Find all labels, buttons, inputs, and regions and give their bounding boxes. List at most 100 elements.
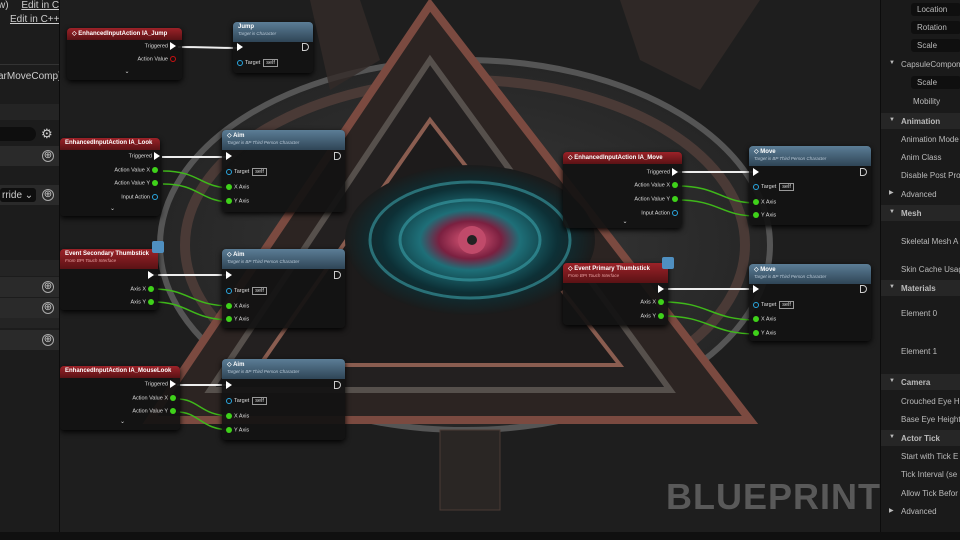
- float-pin[interactable]: [170, 408, 176, 414]
- add-button[interactable]: ⊕: [42, 150, 54, 162]
- target-pin[interactable]: [226, 287, 232, 294]
- property-label: Start with Tick E: [901, 452, 959, 461]
- advanced-toggle[interactable]: Advanced: [901, 190, 937, 199]
- details-left-panel: w) Edit in C++ Edit in C++ arMoveComp) ⚙…: [0, 0, 60, 540]
- capsule-scale-dropdown[interactable]: Scale: [911, 76, 960, 89]
- expand-chevron-icon[interactable]: ⌄: [110, 206, 116, 212]
- target-pin[interactable]: [753, 183, 759, 190]
- advanced-toggle[interactable]: Advanced: [901, 507, 937, 516]
- exec-out-pin[interactable]: [860, 168, 867, 176]
- exec-pin[interactable]: [170, 380, 176, 388]
- section-materials[interactable]: ▼Materials: [881, 280, 960, 296]
- rotation-dropdown[interactable]: Rotation: [911, 21, 960, 34]
- float-pin[interactable]: [753, 330, 759, 336]
- float-pin[interactable]: [170, 395, 176, 401]
- exec-out-pin[interactable]: [334, 381, 341, 389]
- exec-pin[interactable]: [658, 285, 664, 293]
- collapse-arrow-icon[interactable]: ▼: [889, 60, 895, 66]
- expand-chevron-icon[interactable]: ⌄: [124, 69, 130, 75]
- add-button[interactable]: ⊕: [42, 281, 54, 293]
- expand-chevron-icon[interactable]: ⌄: [120, 419, 126, 425]
- edit-in-cpp-link-2[interactable]: Edit in C++: [10, 14, 60, 25]
- add-button[interactable]: ⊕: [42, 189, 54, 201]
- exec-in-pin[interactable]: [753, 285, 759, 293]
- section-animation[interactable]: ▼Animation: [881, 113, 960, 129]
- node-ia-move[interactable]: ◇ EnhancedInputAction IA_Move Triggered …: [563, 152, 682, 228]
- target-pin[interactable]: [237, 59, 243, 66]
- exec-pin[interactable]: [170, 42, 176, 50]
- exec-out-pin[interactable]: [334, 271, 341, 279]
- node-ia-mouselook[interactable]: EnhancedInputAction IA_MouseLook Trigger…: [60, 366, 180, 430]
- exec-out-pin[interactable]: [860, 285, 867, 293]
- exec-in-pin[interactable]: [753, 168, 759, 176]
- float-pin[interactable]: [753, 199, 759, 205]
- object-pin[interactable]: [152, 194, 158, 200]
- exec-pin[interactable]: [672, 168, 678, 176]
- target-pin[interactable]: [753, 301, 759, 308]
- exec-in-pin[interactable]: [226, 152, 232, 160]
- expand-arrow-icon[interactable]: ▶: [889, 190, 894, 196]
- expand-arrow-icon[interactable]: ▶: [889, 508, 894, 514]
- float-pin[interactable]: [226, 198, 232, 204]
- add-button[interactable]: ⊕: [42, 302, 54, 314]
- property-label: Element 0: [901, 309, 938, 318]
- float-pin[interactable]: [658, 299, 664, 305]
- float-pin[interactable]: [226, 427, 232, 433]
- float-pin[interactable]: [658, 313, 664, 319]
- add-button[interactable]: ⊕: [42, 334, 54, 346]
- target-pin[interactable]: [226, 397, 232, 404]
- property-label: Base Eye Height: [901, 415, 960, 424]
- float-pin[interactable]: [148, 286, 154, 292]
- property-label: Tick Interval (se: [901, 470, 958, 479]
- float-pin[interactable]: [226, 303, 232, 309]
- object-pin[interactable]: [672, 210, 678, 216]
- edit-row-1: w) Edit in C++: [0, 0, 60, 11]
- exec-out-pin[interactable]: [302, 43, 309, 51]
- edit-in-cpp-link[interactable]: Edit in C++: [21, 0, 60, 11]
- exec-pin[interactable]: [148, 271, 154, 279]
- float-pin[interactable]: [672, 182, 678, 188]
- float-pin[interactable]: [152, 167, 158, 173]
- exec-in-pin[interactable]: [237, 43, 243, 51]
- node-ia-look[interactable]: EnhancedInputAction IA_Look Triggered Ac…: [60, 138, 160, 216]
- component-label: arMoveComp): [0, 71, 60, 82]
- section-camera[interactable]: ▼Camera: [881, 374, 960, 390]
- override-dropdown[interactable]: rride ⌄: [0, 188, 36, 202]
- float-pin[interactable]: [152, 180, 158, 186]
- gear-icon[interactable]: ⚙: [41, 126, 53, 141]
- property-label: Disable Post Pro: [901, 171, 960, 180]
- exec-in-pin[interactable]: [226, 271, 232, 279]
- float-pin[interactable]: [226, 184, 232, 190]
- float-pin[interactable]: [226, 316, 232, 322]
- float-pin[interactable]: [753, 316, 759, 322]
- property-label: Skeletal Mesh A: [901, 237, 959, 246]
- search-input[interactable]: [0, 127, 36, 141]
- blueprint-watermark: BLUEPRINT: [666, 476, 880, 517]
- float-pin[interactable]: [148, 299, 154, 305]
- section-actor-tick[interactable]: ▼Actor Tick: [881, 430, 960, 446]
- details-right-panel: Location Rotation Scale ▼ CapsuleCompone…: [880, 0, 960, 540]
- scale-dropdown[interactable]: Scale: [911, 39, 960, 52]
- property-label: Skin Cache Usag: [901, 265, 960, 274]
- exec-in-pin[interactable]: [226, 381, 232, 389]
- float-pin[interactable]: [753, 212, 759, 218]
- expand-chevron-icon[interactable]: ⌄: [622, 219, 628, 225]
- target-pin[interactable]: [226, 168, 232, 175]
- location-dropdown[interactable]: Location: [911, 3, 960, 16]
- float-pin[interactable]: [672, 196, 678, 202]
- section-mesh[interactable]: ▼Mesh: [881, 205, 960, 221]
- node-ia-jump[interactable]: ◇ EnhancedInputAction IA_Jump Triggered …: [67, 28, 182, 80]
- exec-pin[interactable]: [154, 152, 160, 160]
- blueprint-graph-canvas[interactable]: ◇ EnhancedInputAction IA_Jump Triggered …: [60, 0, 880, 532]
- float-pin[interactable]: [226, 413, 232, 419]
- exec-out-pin[interactable]: [334, 152, 341, 160]
- value-pin[interactable]: [170, 56, 176, 62]
